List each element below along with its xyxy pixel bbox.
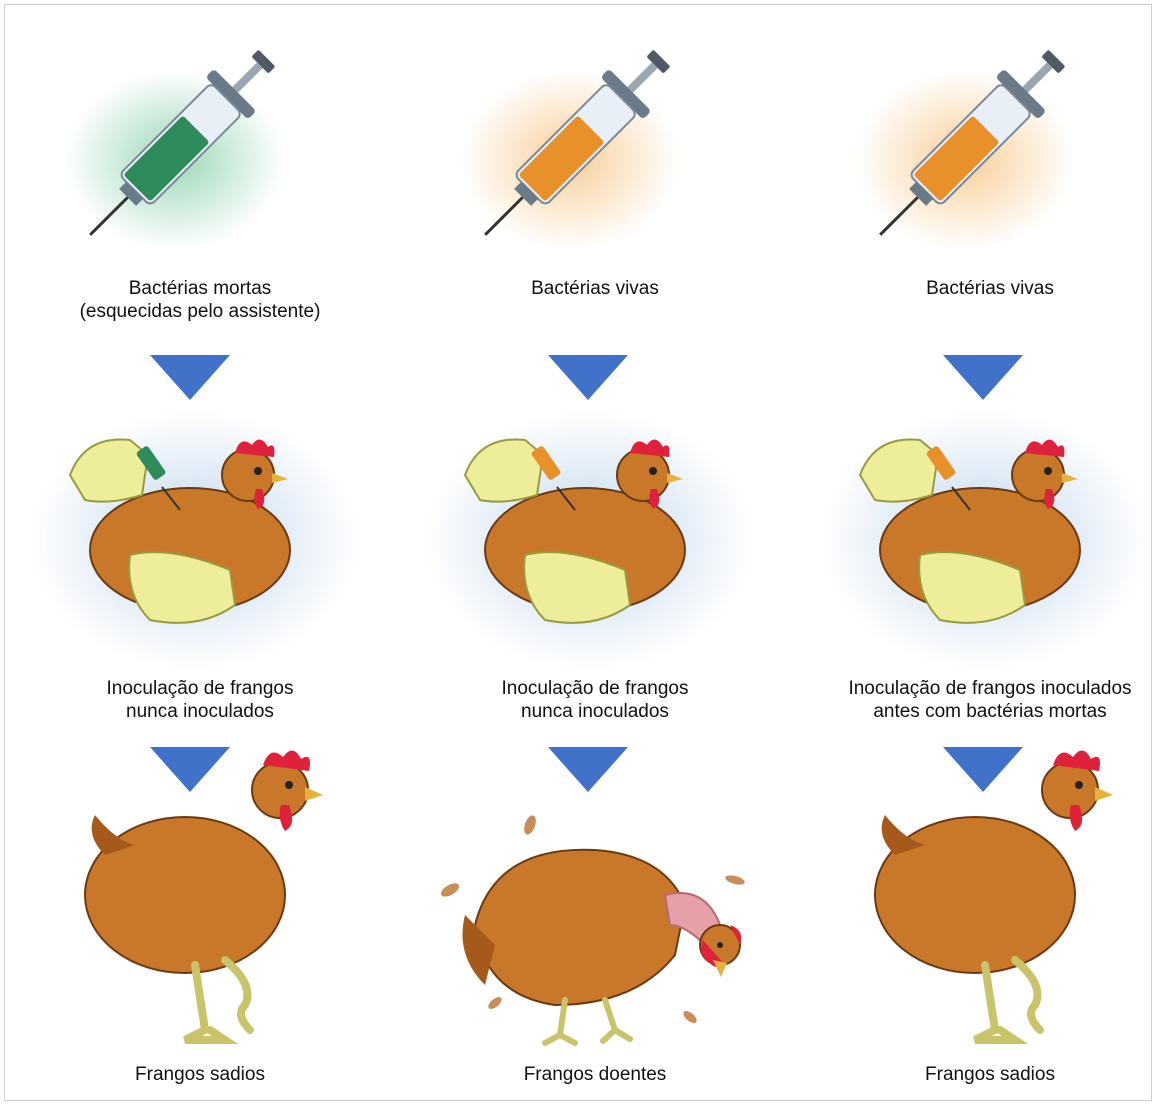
inoculation-label: Inoculação de frangos nunca inoculados — [400, 677, 790, 723]
down-arrow-icon — [548, 355, 628, 400]
diagram-frame: Bactérias mortas (esquecidas pelo assist… — [4, 4, 1152, 1101]
syringe-icon — [835, 25, 1095, 275]
outcome-label: Frangos doentes — [400, 1063, 790, 1086]
inoculation-illustration — [820, 405, 1150, 670]
down-arrow-icon — [943, 355, 1023, 400]
down-arrow-icon — [150, 355, 230, 400]
syringe-icon — [45, 25, 305, 275]
sick-chicken-icon — [435, 805, 755, 1045]
healthy-chicken-icon — [75, 745, 335, 1050]
syringe-label: Bactérias vivas — [795, 277, 1156, 300]
column-live-bacteria: Bactérias vivas Inoculaç — [400, 5, 790, 1102]
syringe-icon — [440, 25, 700, 275]
healthy-chicken-icon — [865, 745, 1125, 1050]
syringe-label: Bactérias vivas — [400, 277, 790, 300]
column-live-bacteria-preinoculated: Bactérias vivas Inoculaç — [795, 5, 1156, 1102]
inoculation-illustration — [30, 405, 360, 670]
outcome-label: Frangos sadios — [5, 1063, 395, 1086]
down-arrow-icon — [548, 747, 628, 792]
syringe-label: Bactérias mortas (esquecidas pelo assist… — [5, 277, 395, 323]
inoculation-label: Inoculação de frangos nunca inoculados — [5, 677, 395, 723]
column-dead-bacteria: Bactérias mortas (esquecidas pelo assist… — [5, 5, 395, 1102]
inoculation-label: Inoculação de frangos inoculados antes c… — [795, 677, 1156, 723]
inoculation-illustration — [425, 405, 755, 670]
outcome-label: Frangos sadios — [795, 1063, 1156, 1086]
